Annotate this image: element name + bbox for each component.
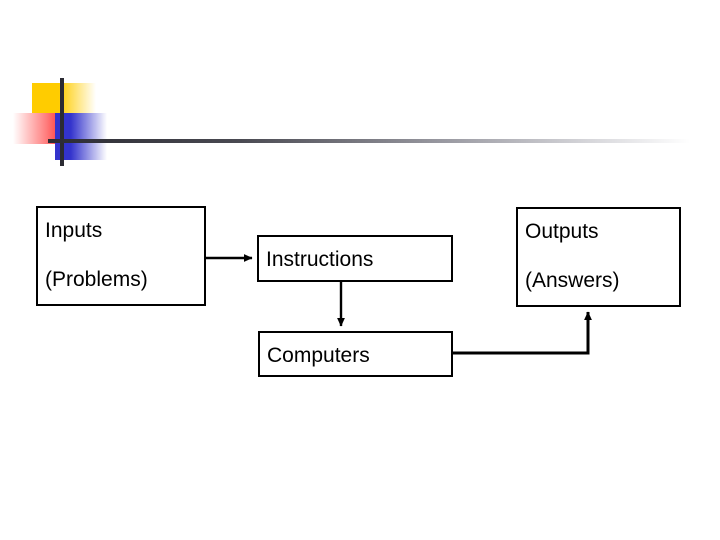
decoration-red-square xyxy=(13,113,63,144)
node-computers-label: Computers xyxy=(267,344,370,367)
node-instructions[interactable]: Instructions xyxy=(257,235,453,282)
node-instructions-label: Instructions xyxy=(266,248,374,271)
node-outputs-line-1: Outputs xyxy=(525,220,599,243)
decoration-yellow-square xyxy=(32,83,96,114)
decoration-vertical-rule xyxy=(60,78,64,166)
decoration-horizontal-rule xyxy=(48,139,690,143)
connector-computers-to-outputs xyxy=(453,311,592,355)
node-inputs-line-2: (Problems) xyxy=(45,268,148,291)
node-computers[interactable]: Computers xyxy=(258,331,453,377)
node-outputs-line-2: (Answers) xyxy=(525,269,620,292)
node-inputs[interactable]: Inputs (Problems) xyxy=(36,206,206,306)
node-inputs-line-1: Inputs xyxy=(45,219,103,242)
node-outputs[interactable]: Outputs (Answers) xyxy=(516,207,681,307)
